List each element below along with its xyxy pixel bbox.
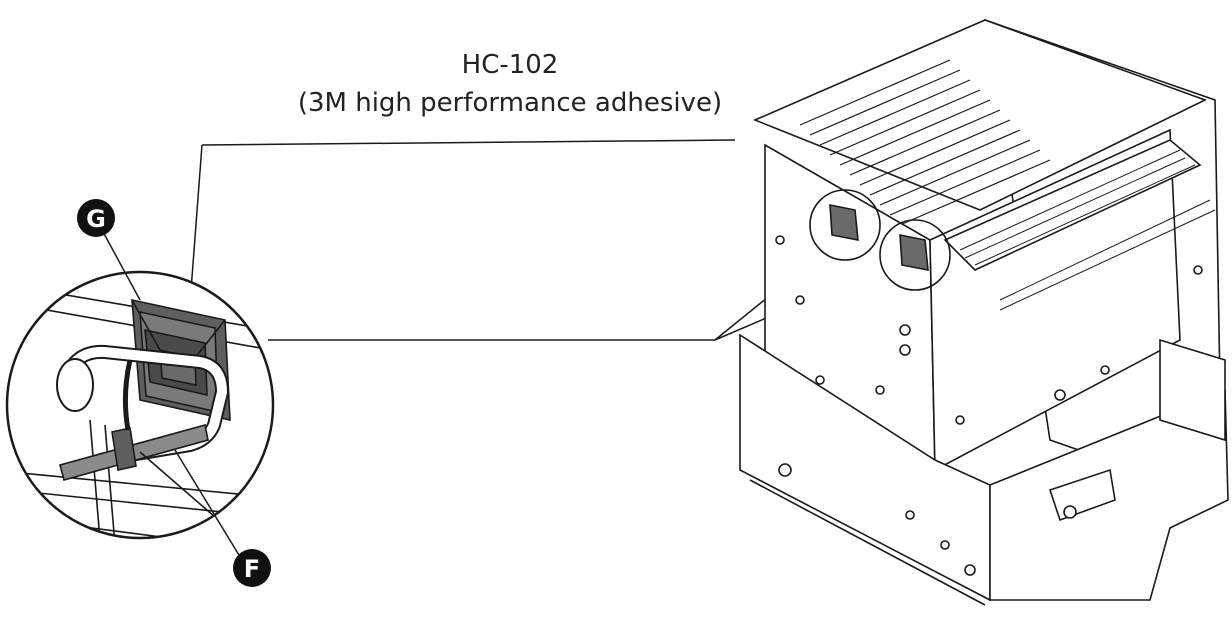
assembly-detail-circle-left (809, 189, 881, 261)
marker-g: G (77, 199, 115, 237)
mounting-holes (775, 235, 1203, 576)
adhesive-description-label: (3M high performance adhesive) (297, 88, 723, 118)
detail-magnifier (5, 229, 275, 561)
marker-f: F (233, 549, 271, 587)
callout-leader-top (201, 139, 736, 146)
marker-f-leader (174, 449, 243, 561)
part-number-label: HC-102 (461, 50, 559, 80)
circuit-breaker-frame (739, 18, 1229, 606)
assembly-detail-circle-right (879, 219, 951, 291)
terminal-slots (959, 149, 1216, 311)
top-grille (799, 59, 1051, 226)
marker-g-text: G (86, 205, 106, 233)
marker-g-leader (101, 229, 141, 301)
marker-f-text: F (244, 555, 260, 583)
